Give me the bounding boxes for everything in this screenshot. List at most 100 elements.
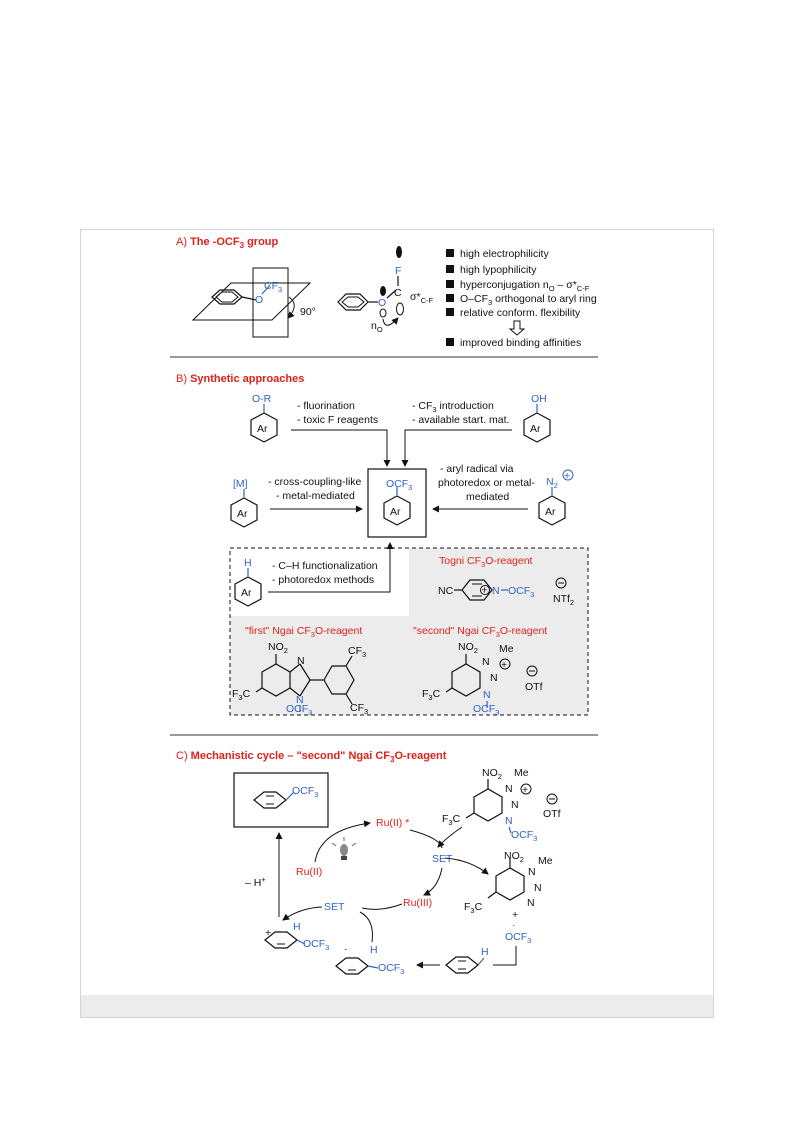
svg-text:NO2: NO2 bbox=[482, 767, 502, 781]
down-arrow-icon bbox=[508, 320, 526, 336]
angle-label: 90° bbox=[300, 306, 316, 318]
ocf3-radical: OCF3 bbox=[505, 931, 531, 945]
svg-text:CF3: CF3 bbox=[350, 702, 368, 716]
aryl-radical-line-3: mediated bbox=[466, 491, 509, 503]
section-a: A) The -OCF3 group O CF3 90° O C bbox=[170, 236, 598, 358]
ru3-label: Ru(III) bbox=[403, 897, 432, 909]
svg-text:N2: N2 bbox=[546, 476, 558, 490]
svg-text:·: · bbox=[512, 919, 516, 931]
svg-text:OCF3: OCF3 bbox=[473, 703, 499, 717]
svg-text:OCF3: OCF3 bbox=[286, 703, 312, 717]
orthogonal-planes-drawing: O CF3 90° bbox=[191, 267, 316, 338]
geom-cf3-label: CF3 bbox=[264, 280, 282, 294]
svg-text:OCF3: OCF3 bbox=[378, 962, 404, 976]
svg-text:NTf2: NTf2 bbox=[553, 593, 574, 607]
section-a-title: A) The -OCF3 group bbox=[176, 236, 279, 250]
svg-text:Me: Me bbox=[538, 855, 553, 867]
svg-text:OH: OH bbox=[531, 393, 547, 405]
bullet-3: hyperconjugation nO – σ*C-F bbox=[460, 279, 590, 293]
togni-reagent-structure: NC + N OCF3 NTf2 bbox=[438, 577, 574, 607]
svg-text:N: N bbox=[482, 656, 490, 668]
aryl-ocf3-final: OCF3 bbox=[253, 785, 318, 809]
target-product-box bbox=[367, 468, 427, 538]
svg-text:N: N bbox=[490, 672, 498, 684]
hyperconjugation-orbital-drawing: O C F nO σ*C-F bbox=[337, 246, 433, 334]
cross-coupling-line-2: - metal-mediated bbox=[276, 490, 355, 502]
property-list: high electrophilicity high lypophilicity… bbox=[446, 248, 597, 349]
second-ngai-label: "second" Ngai CF3O-reagent bbox=[413, 625, 547, 639]
svg-text:H: H bbox=[370, 944, 378, 956]
reduced-benzotriazole: NO2 N N N Me F3C + · OCF3 bbox=[464, 850, 553, 945]
svg-text:N: N bbox=[527, 897, 535, 909]
geom-o-label: O bbox=[255, 294, 263, 306]
svg-text:N: N bbox=[297, 655, 305, 667]
fluorination-line-2: - toxic F reagents bbox=[297, 414, 378, 426]
phenol-structure: Ar OH bbox=[523, 393, 551, 443]
svg-text:Ar: Ar bbox=[390, 506, 401, 518]
svg-text:Ar: Ar bbox=[530, 423, 541, 435]
aryl-ether-structure: Ar O-R bbox=[250, 393, 278, 443]
arene-ch-structure: Ar H bbox=[234, 557, 262, 607]
mechanism-product-box bbox=[233, 772, 329, 828]
set-label-2: SET bbox=[324, 901, 345, 913]
svg-text:NO2: NO2 bbox=[268, 641, 288, 655]
orbital-o-label: O bbox=[378, 297, 386, 309]
section-b: B) Synthetic approaches Ar O-R - fluorin… bbox=[170, 373, 598, 736]
svg-text:NC: NC bbox=[438, 585, 454, 597]
svg-text:H: H bbox=[244, 557, 252, 569]
svg-text:·: · bbox=[344, 943, 348, 955]
bullet-5: relative conform. flexibility bbox=[460, 307, 581, 319]
svg-text:Me: Me bbox=[499, 643, 514, 655]
svg-text:Ar: Ar bbox=[241, 587, 252, 599]
bullet-2: high lypophilicity bbox=[460, 264, 537, 276]
svg-text:OTf: OTf bbox=[525, 681, 543, 693]
togni-label: Togni CF3O-reagent bbox=[439, 555, 533, 569]
cross-coupling-line-1: - cross-coupling-like bbox=[268, 476, 362, 488]
svg-text:OCF3: OCF3 bbox=[386, 478, 412, 492]
svg-text:+: + bbox=[512, 909, 518, 921]
fluorination-line-1: - fluorination bbox=[297, 400, 355, 412]
svg-text:+: + bbox=[501, 659, 507, 671]
deprotonation-label: – H+ bbox=[245, 875, 266, 889]
svg-text:F3C: F3C bbox=[464, 901, 483, 915]
section-b-title: B) Synthetic approaches bbox=[176, 373, 304, 385]
svg-text:N: N bbox=[483, 689, 491, 701]
reagents-dashed-box bbox=[229, 547, 589, 716]
svg-text:+: + bbox=[522, 784, 528, 796]
bullet-4: O–CF3 orthogonal to aryl ring bbox=[460, 293, 597, 307]
aryl-radical-line-2: photoredox or metal- bbox=[438, 477, 535, 489]
svg-text:F3C: F3C bbox=[422, 688, 441, 702]
benzene-substrate: H bbox=[445, 946, 489, 974]
svg-text:N: N bbox=[492, 585, 500, 597]
svg-text:NO2: NO2 bbox=[504, 850, 524, 864]
orbital-c-label: C bbox=[394, 287, 402, 299]
svg-text:OCF3: OCF3 bbox=[508, 585, 534, 599]
second-ngai-structure: NO2 N N N + Me OCF3 F3C OTf bbox=[422, 641, 543, 717]
svg-text:F3C: F3C bbox=[232, 688, 251, 702]
svg-text:H: H bbox=[293, 921, 301, 933]
set-label-1: SET bbox=[432, 853, 453, 865]
svg-text:N: N bbox=[505, 783, 513, 795]
aryl-radical-line-1: - aryl radical via bbox=[440, 463, 514, 475]
svg-text:N: N bbox=[534, 882, 542, 894]
orbital-sigma-label: σ*C-F bbox=[410, 291, 433, 305]
cf3-intro-line-1: - CF3 introduction bbox=[412, 400, 494, 414]
light-bulb-icon bbox=[331, 837, 357, 860]
ch-func-line-1: - C–H functionalization bbox=[272, 560, 378, 572]
svg-text:+: + bbox=[564, 470, 570, 482]
svg-text:Ar: Ar bbox=[237, 508, 248, 520]
svg-text:OCF3: OCF3 bbox=[292, 785, 318, 799]
svg-text:H: H bbox=[481, 946, 489, 958]
orbital-no-label: nO bbox=[371, 320, 383, 334]
aryl-ocf3-product: Ar OCF3 bbox=[383, 478, 412, 526]
svg-text:N: N bbox=[511, 799, 519, 811]
svg-text:O-R: O-R bbox=[252, 393, 272, 405]
first-ngai-label: "first" Ngai CF3O-reagent bbox=[245, 625, 362, 639]
svg-text:N: N bbox=[505, 815, 513, 827]
svg-text:+: + bbox=[482, 585, 488, 597]
svg-text:OTf: OTf bbox=[543, 808, 561, 820]
svg-text:N: N bbox=[528, 866, 536, 878]
svg-text:Me: Me bbox=[514, 767, 529, 779]
svg-text:Ar: Ar bbox=[257, 423, 268, 435]
second-ngai-reagent-cycle: NO2 N N N + Me OCF3 F3C OTf bbox=[442, 767, 561, 843]
